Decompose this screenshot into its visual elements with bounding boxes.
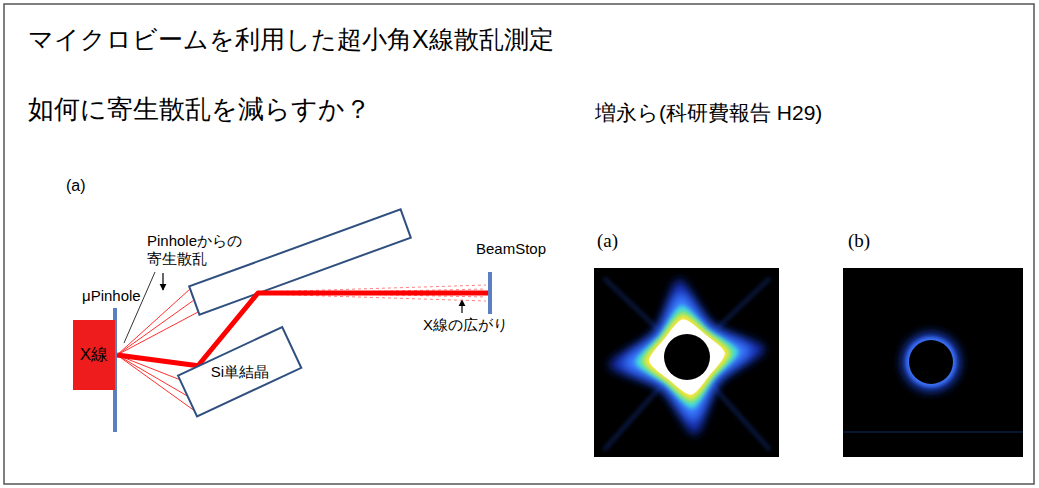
reference-note: 増永ら(科研費報告 H29) xyxy=(595,100,822,125)
crystal-upper xyxy=(189,209,411,314)
scatter-intensity xyxy=(623,293,750,420)
panel-label: (a) xyxy=(66,176,86,195)
part-label: μPinhole xyxy=(82,287,141,305)
scatter-intensity xyxy=(609,279,764,434)
node-text: Si単結晶 xyxy=(211,364,269,381)
detector-image xyxy=(594,268,779,457)
scatter-intensity xyxy=(635,305,738,408)
crystal-outline xyxy=(178,327,301,416)
scatter-intensity xyxy=(901,332,961,392)
slide-title: マイクロビームを利用した超小角X線散乱測定 xyxy=(28,24,554,54)
beam-paths xyxy=(117,285,488,411)
detector-image xyxy=(843,268,1023,457)
scatter-pattern xyxy=(843,272,1023,452)
part-label: BeamStop xyxy=(476,240,546,258)
detector-gap xyxy=(843,432,1023,433)
leader-line xyxy=(124,272,155,343)
parasitic-scatter-ray xyxy=(117,300,194,355)
panel-label: (b) xyxy=(848,230,870,253)
scatter-pattern xyxy=(604,278,770,450)
beam-stop-shadow xyxy=(909,340,953,384)
beam-stop-shadow xyxy=(664,334,710,380)
scatter-intensity xyxy=(906,337,956,387)
callout-text: Pinholeからの 寄生散乱 xyxy=(147,232,253,268)
leader-arrow xyxy=(461,300,462,313)
si-crystal: Si単結晶 xyxy=(176,325,303,418)
parasitic-scatter-ray xyxy=(117,312,198,355)
scatter-intensity xyxy=(641,311,733,403)
panel-label: (a) xyxy=(597,230,618,253)
beam-stop xyxy=(488,272,492,314)
scatter-intensity xyxy=(645,315,729,399)
node-text: X線 xyxy=(80,346,108,365)
leader-arrow xyxy=(162,273,163,290)
note-label: X線の広がり xyxy=(423,316,508,334)
scatter-intensity xyxy=(649,319,725,395)
subheading: 如何に寄生散乱を減らすか？ xyxy=(28,94,371,125)
slide-border xyxy=(4,4,1034,484)
xray-source: X線 xyxy=(73,320,115,390)
